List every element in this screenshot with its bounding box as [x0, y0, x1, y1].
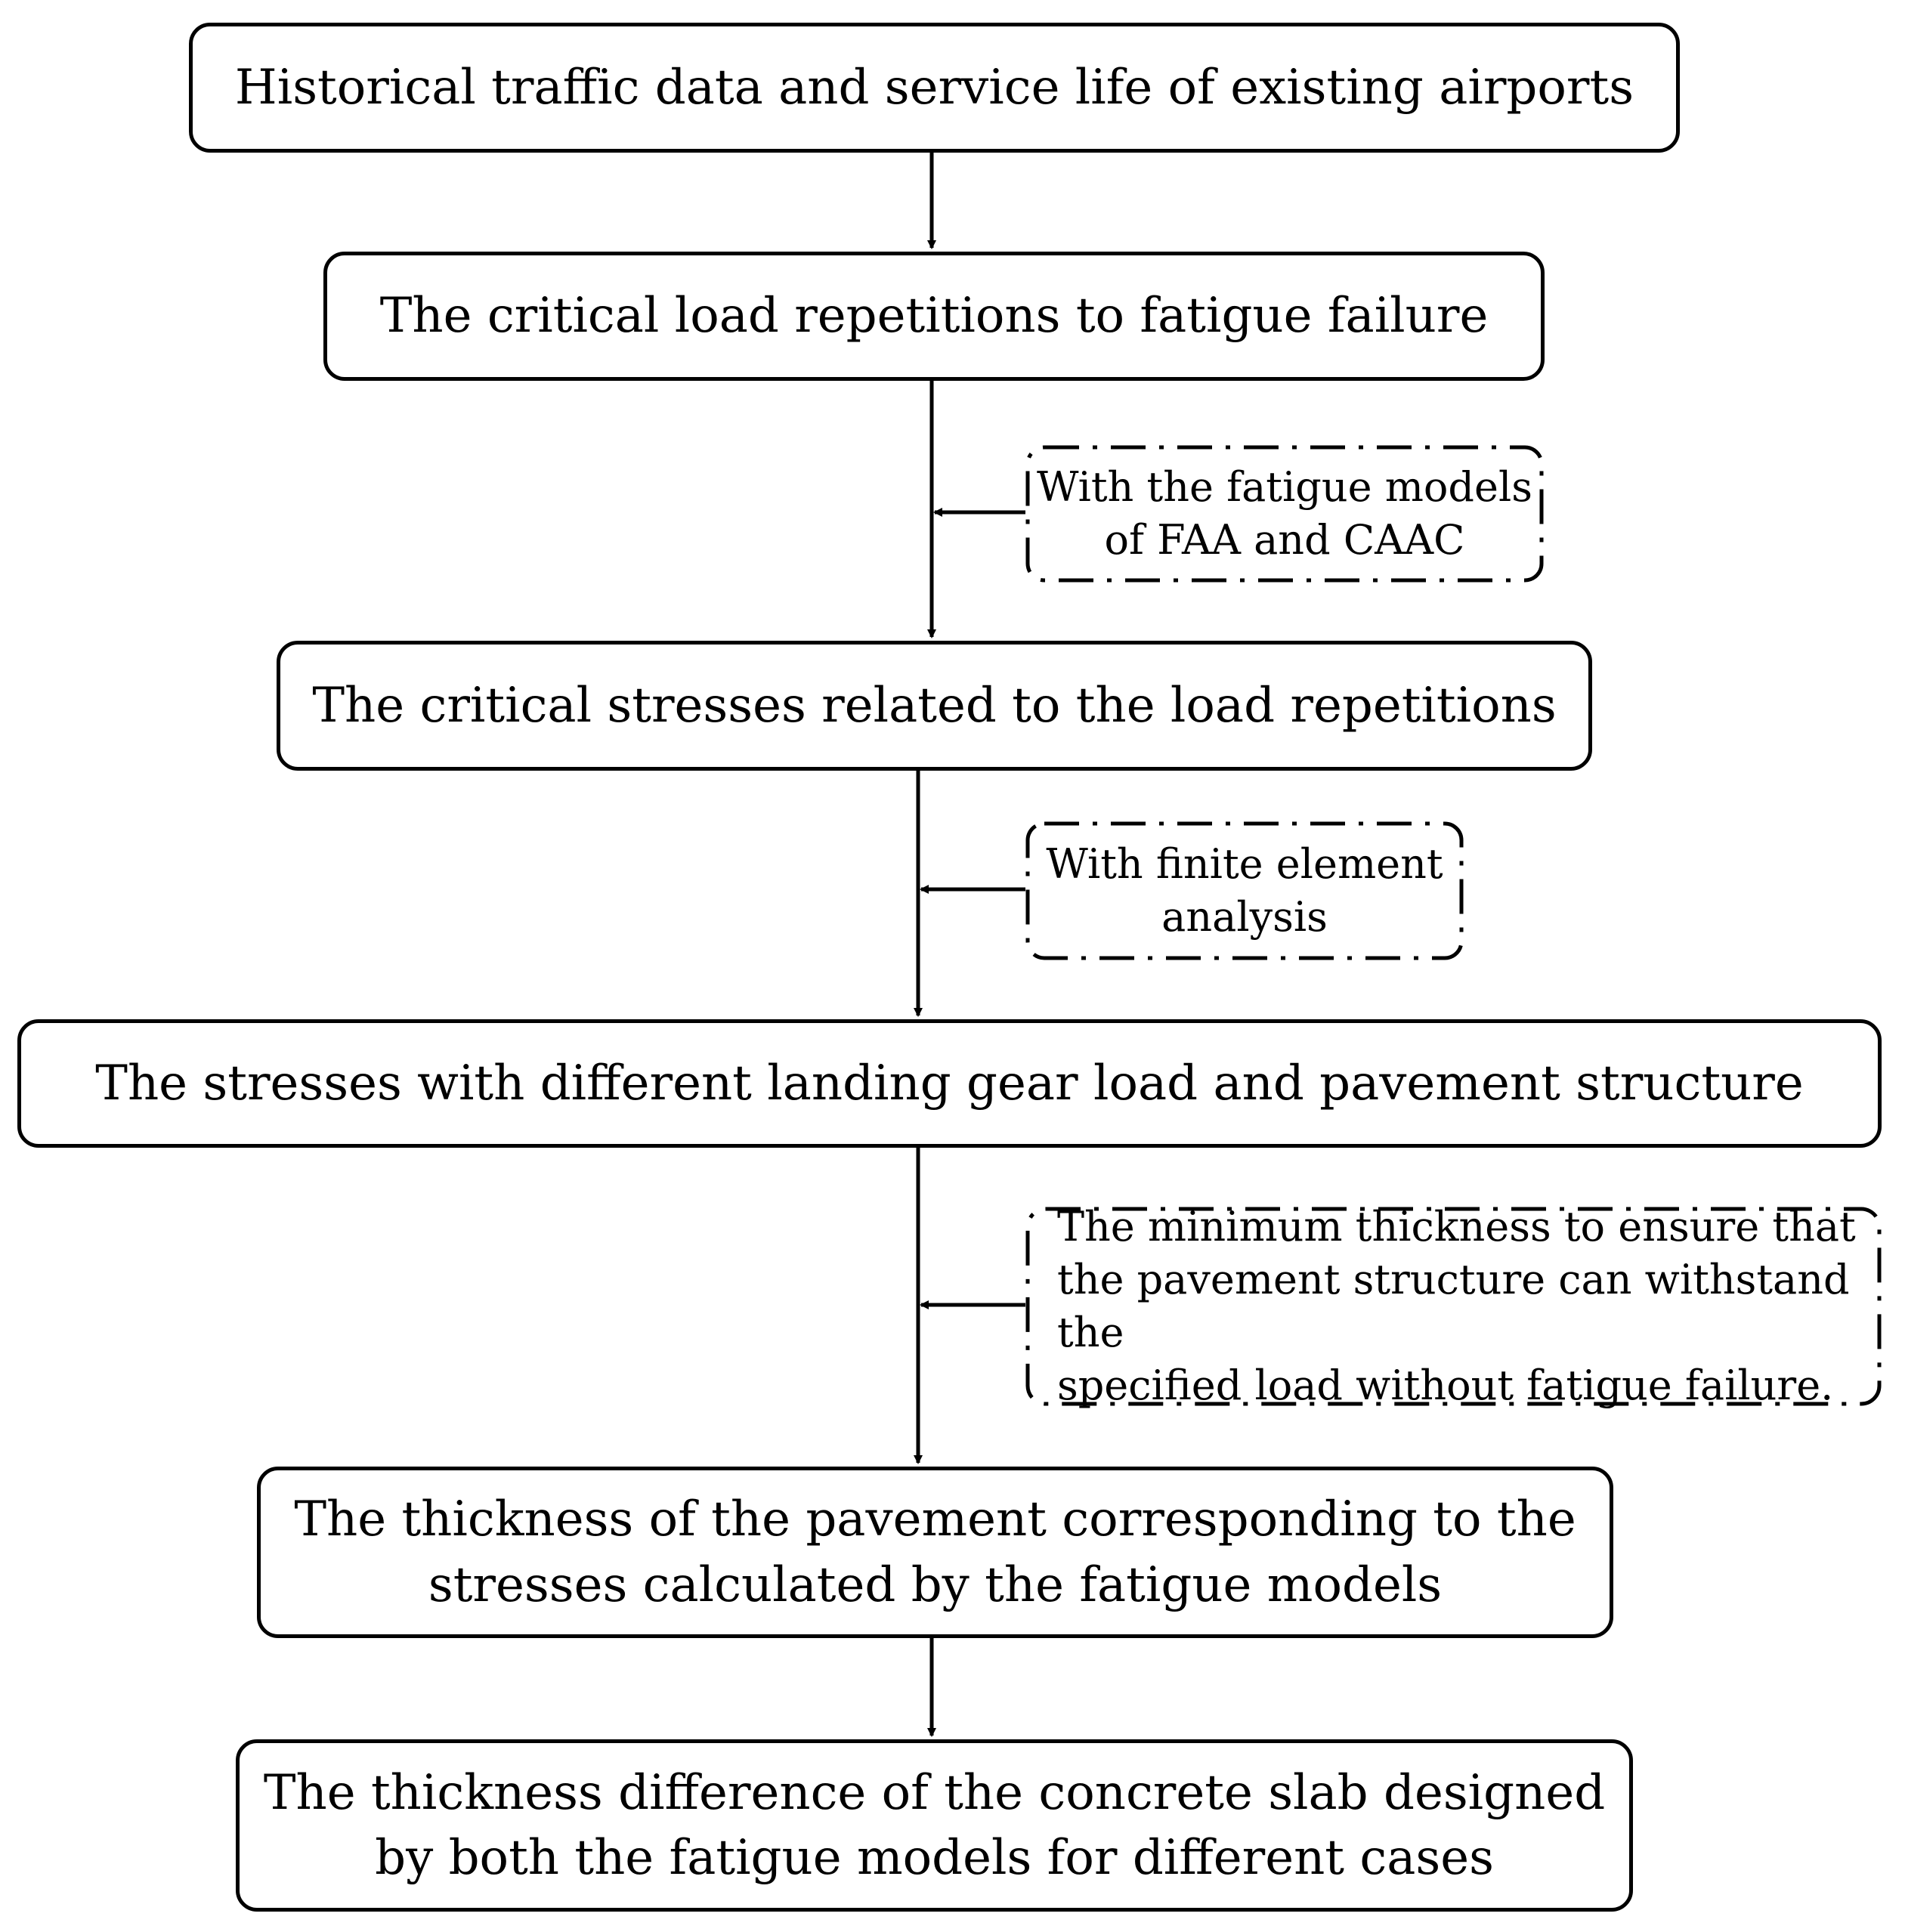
note-line: the pavement structure can withstand the	[1057, 1255, 1850, 1356]
step-label: Historical traffic data and service life…	[234, 59, 1634, 116]
step-critical-stresses: The critical stresses related to the loa…	[277, 641, 1592, 771]
note-finite-element-analysis: With finite element analysis	[1025, 821, 1464, 960]
step-pavement-thickness: The thickness of the pavement correspond…	[257, 1467, 1613, 1638]
note-line: analysis	[1161, 893, 1328, 941]
step-line: stresses calculated by the fatigue model…	[428, 1556, 1443, 1613]
step-label: The critical load repetitions to fatigue…	[379, 288, 1489, 345]
step-line: by both the fatigue models for different…	[375, 1830, 1494, 1886]
note-text: With finite element analysis	[1046, 838, 1443, 944]
note-line: specified load without fatigue failure.	[1057, 1362, 1834, 1410]
note-text: With the fatigue models of FAA and CAAC	[1037, 461, 1532, 567]
dash-dot-border	[1025, 821, 1464, 960]
step-stresses-landing-gear: The stresses with different landing gear…	[17, 1019, 1882, 1148]
note-line: The minimum thickness to ensure that	[1057, 1202, 1856, 1250]
note-fatigue-models: With the fatigue models of FAA and CAAC	[1025, 445, 1544, 583]
step-line: The thickness of the pavement correspond…	[294, 1492, 1576, 1548]
dash-dot-border	[1025, 1207, 1882, 1406]
step-label: The thickness difference of the concrete…	[264, 1760, 1605, 1891]
note-text: The minimum thickness to ensure that the…	[1057, 1201, 1882, 1413]
note-line: With the fatigue models	[1037, 462, 1532, 511]
step-label: The critical stresses related to the loa…	[312, 677, 1557, 734]
step-historical-traffic-data: Historical traffic data and service life…	[189, 23, 1680, 153]
note-line: of FAA and CAAC	[1104, 516, 1465, 564]
step-label: The thickness of the pavement correspond…	[294, 1487, 1576, 1618]
step-label: The stresses with different landing gear…	[95, 1055, 1804, 1111]
note-line: With finite element	[1046, 839, 1443, 888]
step-critical-load-repetitions: The critical load repetitions to fatigue…	[323, 252, 1545, 381]
dash-dot-border	[1025, 445, 1544, 583]
step-thickness-difference: The thickness difference of the concrete…	[236, 1739, 1633, 1912]
step-line: The thickness difference of the concrete…	[263, 1764, 1606, 1821]
note-minimum-thickness: The minimum thickness to ensure that the…	[1025, 1203, 1882, 1409]
